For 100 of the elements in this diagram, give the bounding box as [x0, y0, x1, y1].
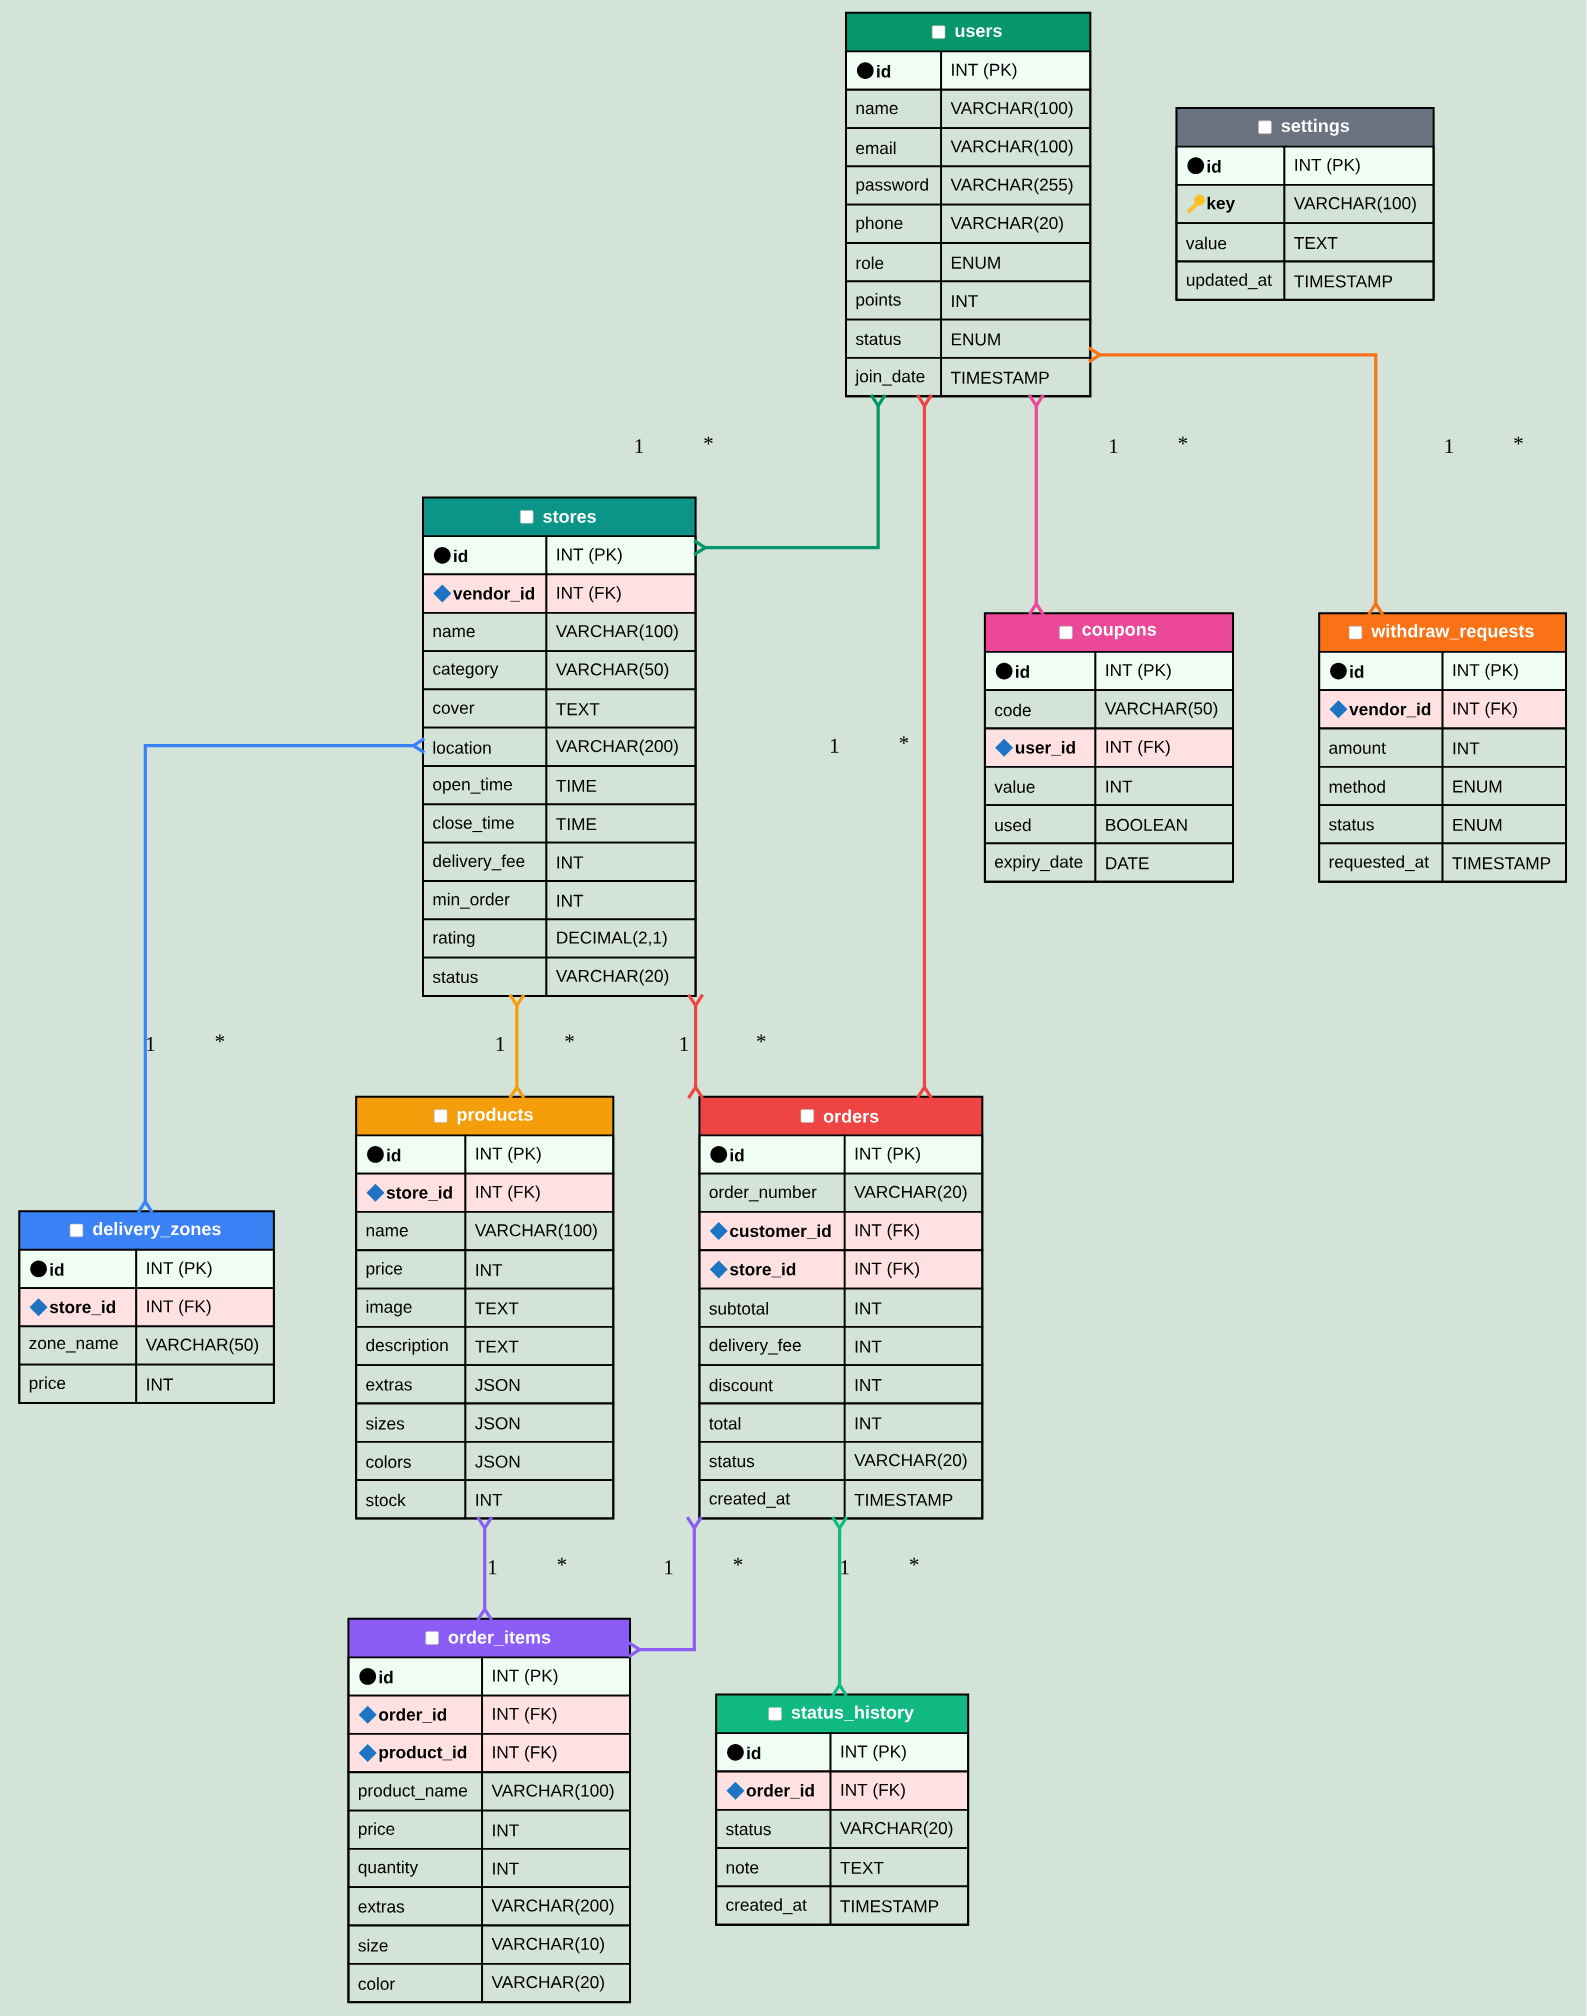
type-cell: INT (PK): [481, 1656, 632, 1697]
field-cell: requested_at: [1318, 842, 1444, 883]
cardinality-label: *: [704, 436, 713, 445]
cardinality-label: 1: [635, 439, 644, 454]
field-cell: id: [347, 1656, 484, 1697]
type-cell: JSON: [464, 1402, 615, 1443]
field-cell: expiry_date: [984, 842, 1097, 883]
field-cell: status: [715, 1808, 832, 1849]
type-cell: INT (PK): [829, 1732, 970, 1773]
field-cell: password: [845, 165, 943, 206]
cardinality-label: 1: [680, 1037, 689, 1051]
type-cell: INT (FK): [464, 1172, 615, 1213]
type-cell: INT (FK): [844, 1211, 984, 1252]
type-cell: TEXT: [464, 1287, 615, 1328]
field-cell: delivery_fee: [698, 1325, 846, 1367]
field-cell: cover: [422, 688, 548, 729]
cardinality-label: *: [910, 1557, 919, 1566]
type-cell: INT (PK): [135, 1248, 275, 1289]
type-cell: VARCHAR(50): [1094, 689, 1235, 730]
cardinality-label: 1: [496, 1037, 505, 1051]
type-cell: ENUM: [1441, 804, 1568, 845]
field-cell: product_name: [347, 1771, 484, 1812]
field-cell: id: [845, 50, 943, 91]
type-cell: TIMESTAMP: [844, 1479, 984, 1520]
type-cell: TEXT: [545, 688, 697, 729]
field-cell: rating: [422, 918, 548, 959]
cardinality-label: 1: [841, 1560, 849, 1575]
field-cell: quantity: [347, 1848, 484, 1889]
relationship-line: [627, 1516, 703, 1658]
field-cell: email: [845, 127, 943, 168]
type-cell: VARCHAR(20): [829, 1808, 970, 1849]
field-cell: amount: [1318, 727, 1444, 768]
relationship-line: [916, 394, 933, 1099]
type-cell: TIMESTAMP: [940, 357, 1092, 398]
field-cell: name: [422, 611, 548, 652]
type-cell: VARCHAR(100): [464, 1211, 615, 1252]
type-cell: TIME: [545, 765, 697, 806]
field-cell: order_id: [715, 1770, 832, 1811]
relationship-line: [1088, 346, 1385, 616]
field-cell: price: [18, 1363, 138, 1404]
field-cell: min_order: [422, 880, 548, 921]
relationship-line: [137, 737, 426, 1214]
type-cell: TIMESTAMP: [829, 1885, 970, 1926]
type-cell: INT (PK): [844, 1134, 984, 1175]
field-cell: created_at: [715, 1885, 832, 1926]
field-cell: id: [422, 535, 548, 576]
type-cell: VARCHAR(20): [481, 1962, 632, 2004]
field-cell: total: [698, 1402, 846, 1443]
relationship-line: [1028, 394, 1045, 616]
type-cell: VARCHAR(100): [940, 127, 1092, 168]
relationship-line: [693, 394, 887, 557]
field-cell: used: [984, 804, 1097, 845]
field-cell: discount: [698, 1364, 846, 1405]
type-cell: VARCHAR(50): [135, 1325, 275, 1366]
field-cell: join_date: [845, 357, 943, 398]
cardinality-label: 1: [1445, 439, 1454, 454]
type-cell: INT (FK): [481, 1694, 632, 1735]
type-cell: INT: [464, 1479, 615, 1520]
type-cell: INT: [545, 841, 697, 882]
type-cell: JSON: [464, 1364, 615, 1405]
type-cell: VARCHAR(20): [844, 1440, 984, 1482]
field-cell: note: [715, 1847, 832, 1888]
field-cell: vendor_id: [1318, 689, 1444, 730]
type-cell: VARCHAR(100): [1283, 184, 1435, 225]
table-header: delivery_zones: [19, 1211, 275, 1250]
field-cell: size: [347, 1924, 484, 1965]
relationship-line: [687, 993, 705, 1099]
field-cell: open_time: [422, 765, 548, 806]
field-cell: price: [355, 1249, 467, 1290]
type-cell: VARCHAR(200): [481, 1886, 632, 1927]
type-cell: INT: [135, 1363, 275, 1404]
type-cell: INT: [481, 1848, 632, 1889]
field-cell: description: [355, 1325, 467, 1367]
field-cell: points: [845, 280, 943, 321]
type-cell: VARCHAR(200): [545, 726, 697, 767]
type-cell: VARCHAR(50): [545, 650, 697, 691]
field-cell: value: [1175, 222, 1286, 263]
field-cell: product_id: [347, 1733, 484, 1774]
field-cell: color: [347, 1962, 484, 2004]
type-cell: INT (PK): [464, 1134, 615, 1175]
type-cell: BOOLEAN: [1094, 804, 1235, 845]
field-cell: close_time: [422, 803, 548, 844]
cardinality-label: 1: [831, 738, 839, 753]
field-cell: price: [347, 1809, 484, 1850]
field-cell: status: [422, 956, 548, 997]
field-cell: colors: [355, 1440, 467, 1482]
type-cell: INT: [844, 1287, 984, 1328]
type-cell: TIMESTAMP: [1283, 260, 1435, 301]
type-cell: INT: [844, 1325, 984, 1367]
type-cell: INT (FK): [545, 573, 697, 614]
type-cell: VARCHAR(20): [940, 203, 1092, 244]
field-cell: name: [845, 88, 943, 129]
cardinality-label: *: [565, 1034, 574, 1043]
cardinality-label: 1: [1110, 439, 1118, 454]
field-cell: store_id: [18, 1287, 138, 1328]
field-cell: store_id: [698, 1249, 846, 1290]
cardinality-label: 1: [489, 1560, 497, 1575]
cardinality-label: *: [557, 1557, 567, 1566]
type-cell: INT: [545, 880, 697, 921]
field-cell: method: [1318, 765, 1444, 806]
